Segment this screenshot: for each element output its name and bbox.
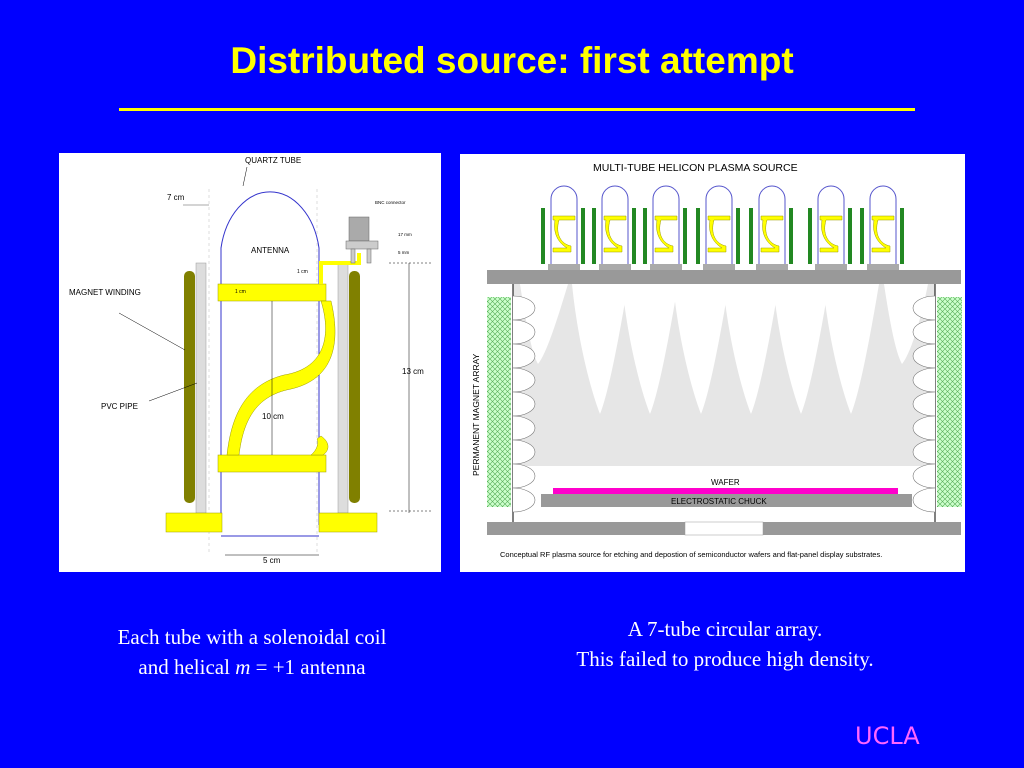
magnet-winding-label: MAGNET WINDING bbox=[69, 288, 141, 297]
electrostatic-chuck bbox=[541, 494, 912, 507]
dim-5mm: 5 mm bbox=[398, 250, 410, 255]
right-caption-line2: This failed to produce high density. bbox=[576, 647, 874, 671]
tube-4 bbox=[696, 185, 740, 270]
magnet-array-right bbox=[937, 297, 962, 507]
pvc-pipe-label: PVC PIPE bbox=[101, 402, 138, 411]
base-width-label: 5 cm bbox=[263, 556, 281, 565]
chuck-label: ELECTROSTATIC CHUCK bbox=[671, 497, 767, 506]
left-caption-line1: Each tube with a solenoidal coil bbox=[117, 625, 387, 649]
bnc-label: BNC connector bbox=[375, 200, 406, 205]
wafer bbox=[553, 488, 898, 494]
dim-1cm-b: 1 cm bbox=[297, 269, 308, 275]
pvc-pipe-right bbox=[337, 262, 349, 514]
quartz-tube bbox=[220, 191, 320, 525]
multi-tube-title: MULTI-TUBE HELICON PLASMA SOURCE bbox=[593, 162, 798, 174]
left-caption-line2: and helical m = +1 antenna bbox=[138, 655, 366, 679]
dim-17mm: 17 mm bbox=[398, 232, 412, 237]
bnc-connector bbox=[348, 216, 370, 242]
tube-7 bbox=[860, 185, 904, 270]
helical-strap bbox=[226, 300, 336, 456]
magnet-winding-right bbox=[349, 271, 360, 503]
antenna-label: ANTENNA bbox=[251, 246, 290, 255]
chamber-top bbox=[487, 270, 961, 284]
single-tube-diagram: 7 cm QUARTZ TUBE MAGNET WINDING PVC PIPE… bbox=[59, 153, 441, 572]
base-plate-right bbox=[318, 512, 378, 533]
magnet-array-label: PERMANENT MAGNET ARRAY bbox=[471, 353, 481, 476]
figure-caption: Conceptual RF plasma source for etching … bbox=[500, 550, 882, 559]
right-caption-line1: A 7-tube circular array. bbox=[627, 617, 823, 641]
dim-1cm-a: 1 cm bbox=[235, 289, 246, 295]
pvc-pipe-left bbox=[195, 262, 207, 514]
slide-title: Distributed source: first attempt bbox=[230, 40, 794, 81]
quartz-tube-label: QUARTZ TUBE bbox=[245, 156, 301, 165]
height-label: 13 cm bbox=[402, 367, 424, 376]
wafer-label: WAFER bbox=[711, 478, 740, 487]
antenna-bottom-ring bbox=[217, 454, 327, 473]
antenna-length-label: 10 cm bbox=[262, 412, 284, 421]
left-caption: Each tube with a solenoidal coil and hel… bbox=[60, 622, 444, 682]
tube-array bbox=[541, 185, 904, 270]
tube-width-label: 7 cm bbox=[167, 193, 185, 202]
tube-3 bbox=[643, 185, 687, 270]
right-caption: A 7-tube circular array. This failed to … bbox=[490, 614, 960, 674]
tube-1 bbox=[541, 185, 585, 270]
magnet-winding-left bbox=[184, 271, 195, 503]
base-plate-left bbox=[165, 512, 223, 533]
ucla-logo: UCLA bbox=[855, 722, 920, 750]
magnet-array-left bbox=[487, 297, 511, 507]
tube-2 bbox=[592, 185, 636, 270]
multi-tube-diagram: MULTI-TUBE HELICON PLASMA SOURCE bbox=[460, 154, 965, 572]
title-underline bbox=[119, 108, 915, 111]
tube-6 bbox=[808, 185, 852, 270]
tube-5 bbox=[749, 185, 793, 270]
